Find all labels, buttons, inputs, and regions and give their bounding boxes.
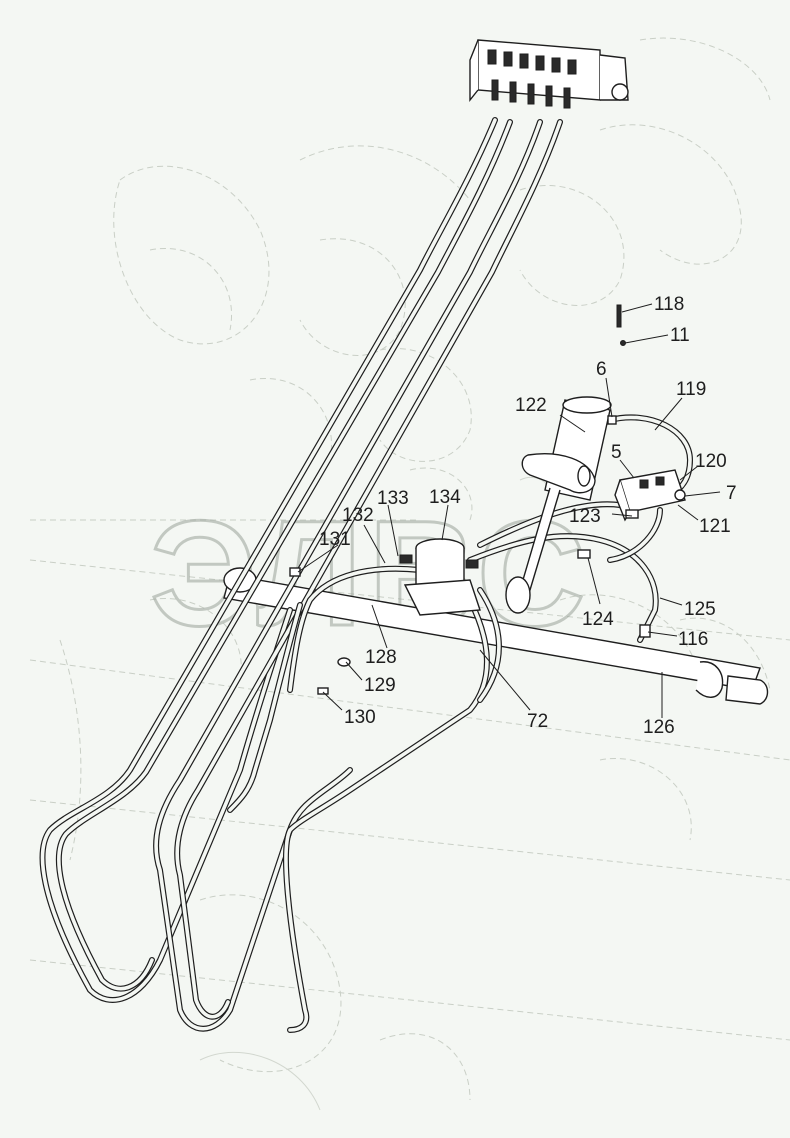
washer-129	[337, 657, 351, 667]
callout-125: 125	[684, 599, 716, 620]
hose-bundle-left	[39, 117, 563, 1032]
control-valve-block-top	[469, 39, 629, 109]
callout-116: 116	[678, 629, 708, 650]
valve-block-7	[614, 469, 686, 522]
washer-11	[620, 340, 626, 346]
callout-132: 132	[342, 505, 374, 526]
callout-7: 7	[726, 483, 737, 504]
fitting-116	[639, 624, 651, 638]
fitting-131	[289, 567, 301, 577]
fitting-6	[607, 415, 617, 425]
callout-120: 120	[695, 451, 727, 472]
cylinder-122	[505, 396, 612, 614]
fitting-123	[625, 509, 639, 519]
callout-133: 133	[377, 488, 409, 509]
fitting-124	[577, 549, 591, 559]
callout-129: 129	[364, 675, 396, 696]
callout-134: 134	[429, 487, 461, 508]
callout-128: 128	[365, 647, 397, 668]
bolt-130	[317, 687, 329, 695]
callout-119: 119	[676, 379, 706, 400]
callout-131: 131	[319, 529, 351, 550]
callout-122: 122	[515, 395, 547, 416]
callout-11: 11	[670, 325, 690, 346]
callout-72: 72	[527, 711, 548, 732]
fittings	[289, 304, 651, 695]
callout-123: 123	[569, 506, 601, 527]
leader-lines	[297, 303, 721, 718]
callout-6: 6	[596, 359, 607, 380]
callout-118: 118	[654, 294, 684, 315]
callout-5: 5	[611, 442, 622, 463]
callout-126: 126	[643, 717, 675, 738]
callout-124: 124	[582, 609, 614, 630]
callout-121: 121	[699, 516, 731, 537]
callout-labels: 118 11 6 119 122 5 120 7 133 134 132 123…	[319, 294, 737, 738]
bolt-118	[616, 304, 622, 328]
cross-beam-126	[223, 567, 769, 705]
valve-134	[399, 538, 481, 616]
callout-130: 130	[344, 707, 376, 728]
hose-group-center	[282, 414, 693, 1033]
